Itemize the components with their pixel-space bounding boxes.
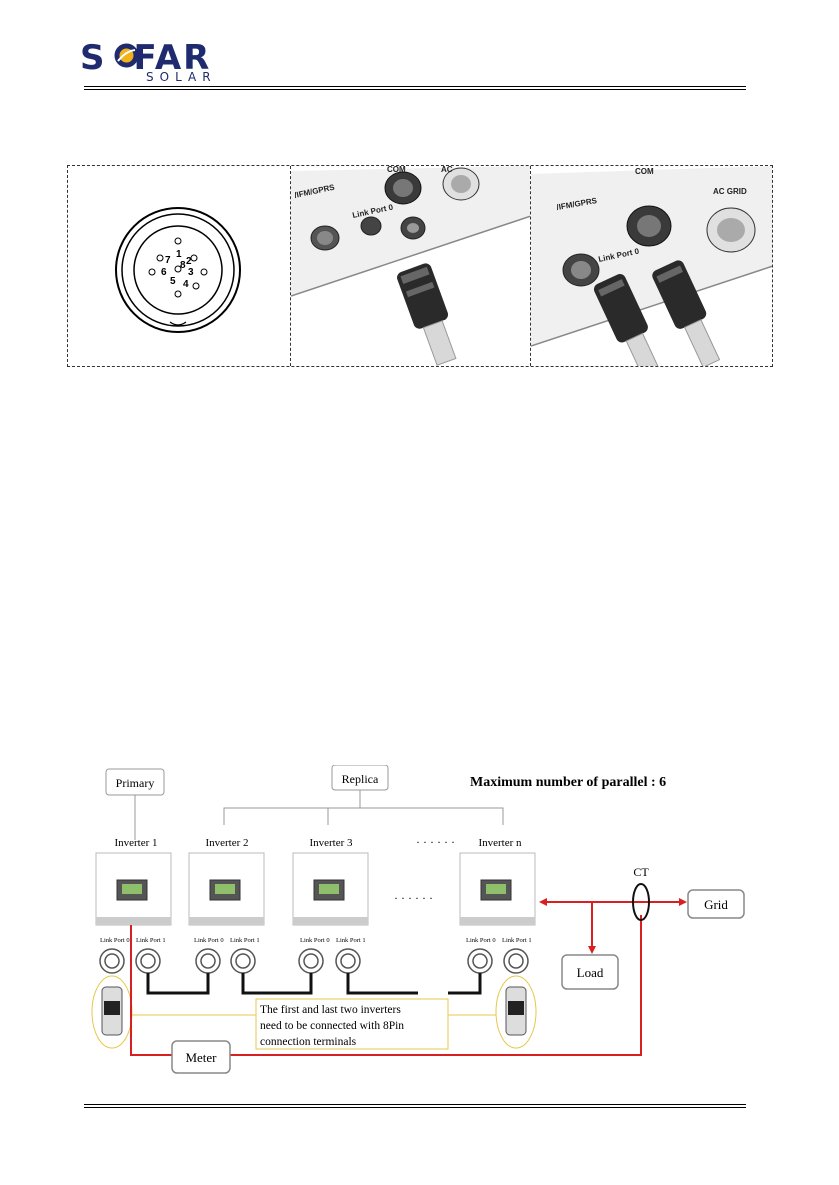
sun-icon — [114, 43, 139, 68]
ac-label: AC — [441, 166, 453, 174]
ct-sensor-icon — [632, 883, 650, 921]
pin-label: 6 — [161, 267, 167, 278]
note-line: need to be connected with 8Pin — [260, 1020, 404, 1032]
note-line: The first and last two inverters — [260, 1004, 401, 1016]
com-label: COM — [387, 166, 406, 174]
pin-label: 5 — [170, 276, 176, 287]
inverter-label: Inverter 3 — [309, 837, 353, 849]
port-connectors — [99, 948, 529, 974]
inverter-unit — [188, 852, 265, 926]
meter-label: Meter — [185, 1050, 217, 1065]
inverter-label: Inverter 2 — [205, 837, 248, 849]
port-label: Link Port 1 — [502, 937, 532, 944]
port-label: Link Port 0 — [466, 937, 496, 944]
pin-label: 7 — [165, 255, 171, 266]
ac-grid-label: AC GRID — [713, 187, 747, 196]
power-wiring — [130, 901, 680, 1056]
pin-diagram-cell: 1 2 3 4 5 6 7 8 — [68, 166, 290, 366]
dots-top: · · · · · · — [416, 835, 455, 849]
inverter-unit — [292, 852, 369, 926]
terminal-highlight — [495, 975, 537, 1049]
inverter-ports-two-plugs-photo: /IFM/GPRS COM AC GRID Link Port 0 — [531, 166, 772, 366]
footer-rule — [84, 1104, 746, 1105]
footer-rule-thin — [84, 1107, 746, 1108]
pin-label: 2 — [186, 256, 192, 267]
port-label: Link Port 0 — [194, 937, 224, 944]
header-rule-thin — [84, 89, 746, 90]
port-label: Link Port 1 — [230, 937, 260, 944]
grid-box — [687, 889, 745, 919]
inverter-unit — [459, 852, 536, 926]
note-line: connection terminals — [260, 1036, 357, 1048]
photo-cell-single-plug: /IFM/GPRS COM AC Link Port 0 — [290, 166, 530, 366]
header-rule — [84, 86, 746, 87]
pin-label: 8 — [180, 260, 186, 271]
replica-label: Replica — [342, 772, 379, 786]
port-label: Link Port 0 — [300, 937, 330, 944]
ct-label: CT — [633, 865, 649, 879]
com-label: COM — [635, 167, 654, 176]
port-label: Link Port 1 — [336, 937, 366, 944]
pin-label: 4 — [183, 279, 189, 290]
meter-box — [171, 1040, 231, 1074]
inverter-ports-photo: /IFM/GPRS COM AC Link Port 0 — [291, 166, 530, 366]
primary-label: Primary — [116, 776, 155, 790]
parallel-connection-diagram: Primary Replica Maximum number of parall… — [91, 765, 745, 1074]
pin-label: 1 — [176, 249, 182, 260]
load-box — [561, 954, 619, 990]
terminal-plug-icon — [101, 986, 123, 1036]
connector-photo-table: 1 2 3 4 5 6 7 8 — [67, 165, 773, 367]
port-label: Link Port 0 — [100, 937, 130, 944]
pin-label: 3 — [188, 267, 194, 278]
note-box — [255, 998, 449, 1050]
connector-pin-diagram: 1 2 3 4 5 6 7 8 — [115, 207, 241, 333]
inverter-label: Inverter 1 — [114, 837, 157, 849]
photo-cell-two-plugs: /IFM/GPRS COM AC GRID Link Port 0 — [530, 166, 772, 366]
max-parallel-note: Maximum number of parallel : 6 — [470, 775, 666, 790]
inverter-unit — [95, 852, 172, 926]
terminal-plug-icon — [505, 986, 527, 1036]
link-cables — [146, 973, 482, 995]
port-label: Link Port 1 — [136, 937, 166, 944]
dots-mid: · · · · · · — [394, 891, 433, 905]
logo-subtext: SOLAR — [146, 70, 217, 84]
load-label: Load — [577, 965, 604, 980]
grid-label: Grid — [704, 897, 728, 912]
inverter-label: Inverter n — [478, 837, 522, 849]
